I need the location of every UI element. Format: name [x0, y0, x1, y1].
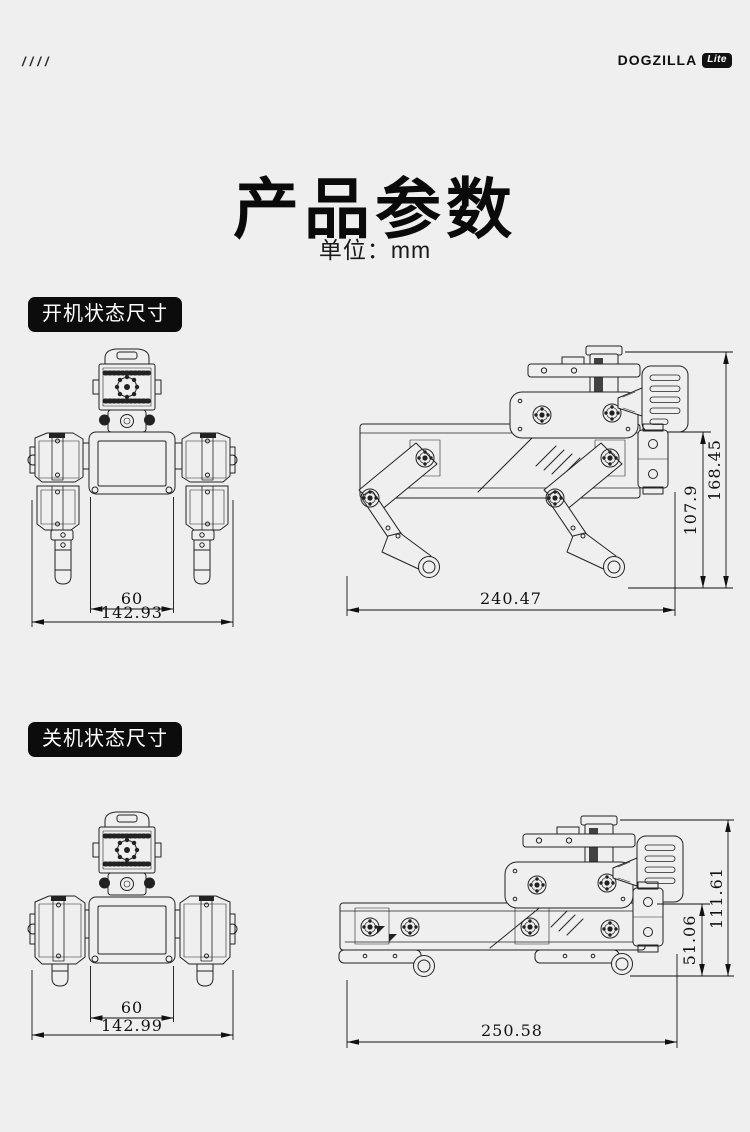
brand-badge: Lite [702, 52, 732, 68]
front-view-drawing-power-on: 60 142.93 [27, 340, 238, 627]
unit-label: 单位：mm [318, 237, 432, 263]
robot-front-folded [27, 812, 238, 987]
robot-screen [97, 905, 167, 955]
dimension-lines [31, 497, 234, 627]
side-view-drawing-power-off: 250.58 51.06 111.61 [338, 780, 734, 1048]
robot-side-folded [338, 816, 683, 977]
dim-overall-length-on: 240.47 [480, 589, 542, 608]
dimension-lines [346, 819, 734, 1048]
dim-inner-width-off: 60 [121, 998, 143, 1017]
section-label-power-off: 关机状态尺寸 [28, 722, 182, 757]
side-view-drawing-power-on: 240.47 107.9 168.45 [346, 340, 733, 616]
section-label-power-on: 开机状态尺寸 [28, 297, 182, 332]
front-view-drawing-power-off: 60 142.99 [27, 780, 238, 1040]
dim-inner-width-on: 60 [121, 589, 143, 608]
robot-front-standing [27, 349, 238, 585]
robot-front-foot [534, 949, 620, 964]
robot-head [93, 349, 161, 432]
dim-overall-height-on: 168.45 [705, 439, 724, 501]
robot-leg [358, 439, 441, 578]
robot-body [88, 431, 176, 495]
robot-rear-foot [338, 949, 422, 964]
page-title: 产品参数 [233, 172, 517, 247]
robot-side-standing [358, 346, 688, 578]
dim-overall-width-off: 142.99 [101, 1016, 163, 1035]
dim-body-height-off: 51.06 [680, 915, 699, 966]
dimension-lines [346, 351, 733, 616]
dim-body-height-on: 107.9 [681, 485, 700, 536]
dim-overall-height-off: 111.61 [707, 867, 726, 929]
robot-body [88, 896, 176, 964]
brand-logo: DOGZILLA Lite [618, 52, 732, 68]
robot-screen [97, 440, 167, 487]
brand-name: DOGZILLA [617, 52, 698, 68]
dim-overall-width-on: 142.93 [101, 603, 163, 622]
dim-overall-length-off: 250.58 [481, 1021, 543, 1040]
dimension-lines [31, 966, 234, 1040]
robot-body [339, 902, 646, 951]
decorative-slashes: //// [22, 54, 53, 69]
robot-head [93, 812, 161, 895]
